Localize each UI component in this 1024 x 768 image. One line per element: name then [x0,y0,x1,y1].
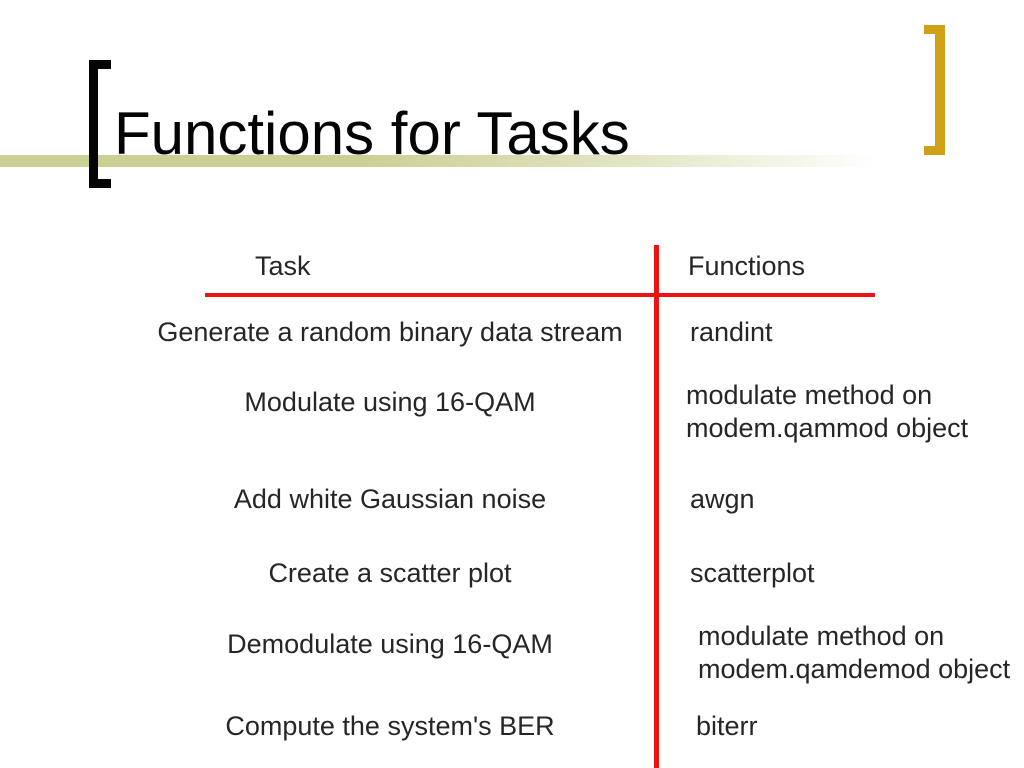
task-cell: Demodulate using 16-QAM [227,629,553,659]
close-bracket-icon [924,25,945,155]
function-cell: randint [690,317,773,347]
task-cell: Generate a random binary data stream [157,317,623,347]
task-cell: Add white Gaussian noise [233,484,547,514]
page-title: Functions for Tasks [114,100,630,167]
function-cell: modulate method on modem.qammod object [686,380,969,443]
task-cell: Modulate using 16-QAM [244,387,536,417]
table-column-divider [654,245,659,768]
task-cell: Create a scatter plot [268,558,512,588]
table-header-rule [205,293,875,297]
function-cell: biterr [696,711,758,741]
column-header-functions: Functions [688,251,806,281]
title-underline-rule [0,155,905,167]
column-header-task: Task [255,251,311,281]
task-cell: Compute the system's BER [225,711,555,741]
function-cell: awgn [690,484,755,514]
function-cell: scatterplot [690,558,815,588]
function-cell: modulate method on modem.qamdemod object [698,621,1011,684]
open-bracket-icon [89,60,111,188]
